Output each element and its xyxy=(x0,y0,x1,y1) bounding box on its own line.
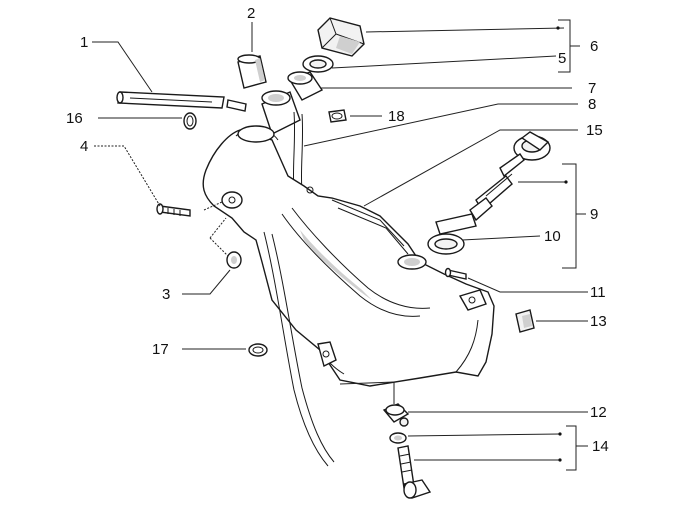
callout-10: 10 xyxy=(544,228,561,245)
part-filler-tube xyxy=(261,90,301,135)
part-rubber-mount xyxy=(515,309,535,333)
callout-5: 5 xyxy=(558,50,566,67)
callout-7: 7 xyxy=(588,80,596,97)
callout-9: 9 xyxy=(590,206,598,223)
callout-1: 1 xyxy=(80,34,88,51)
part-clip-18 xyxy=(328,109,347,123)
part-fuel-tank xyxy=(202,125,495,387)
part-filler-cap xyxy=(317,17,365,57)
callout-3: 3 xyxy=(162,286,170,303)
callout-18: 18 xyxy=(388,108,405,125)
part-drain-hose xyxy=(263,231,335,467)
part-clamp-17 xyxy=(248,343,268,357)
bracket-14 xyxy=(558,425,588,471)
bracket-6 xyxy=(556,19,580,73)
part-sleeve xyxy=(237,54,267,89)
callout-labels: 1 2 3 4 5 6 7 8 9 10 11 12 13 14 15 16 1… xyxy=(66,5,609,455)
part-fuel-tap xyxy=(389,432,432,499)
part-fuel-hose xyxy=(116,91,247,112)
part-clamp-16 xyxy=(183,112,197,130)
part-bolt-4 xyxy=(156,203,191,217)
part-breather-tube xyxy=(292,111,304,191)
callout-15: 15 xyxy=(586,122,603,139)
callout-17: 17 xyxy=(152,341,169,358)
callout-6: 6 xyxy=(590,38,598,55)
callout-11: 11 xyxy=(590,284,606,301)
leader-lines xyxy=(92,22,588,461)
part-fuel-tap-nut xyxy=(382,403,410,427)
part-screw-11 xyxy=(444,267,467,280)
callout-13: 13 xyxy=(590,313,607,330)
callout-4: 4 xyxy=(80,138,88,155)
part-fuel-sender xyxy=(435,131,551,235)
bracket-9 xyxy=(562,163,586,269)
part-grommet-3 xyxy=(226,251,242,269)
callout-16: 16 xyxy=(66,110,83,127)
callout-2: 2 xyxy=(247,5,255,22)
callout-8: 8 xyxy=(588,96,596,113)
callout-12: 12 xyxy=(590,404,607,421)
part-cap-gasket xyxy=(302,55,334,73)
part-sender-gasket xyxy=(427,233,465,255)
callout-14: 14 xyxy=(592,438,609,455)
part-filler-neck xyxy=(287,71,324,101)
